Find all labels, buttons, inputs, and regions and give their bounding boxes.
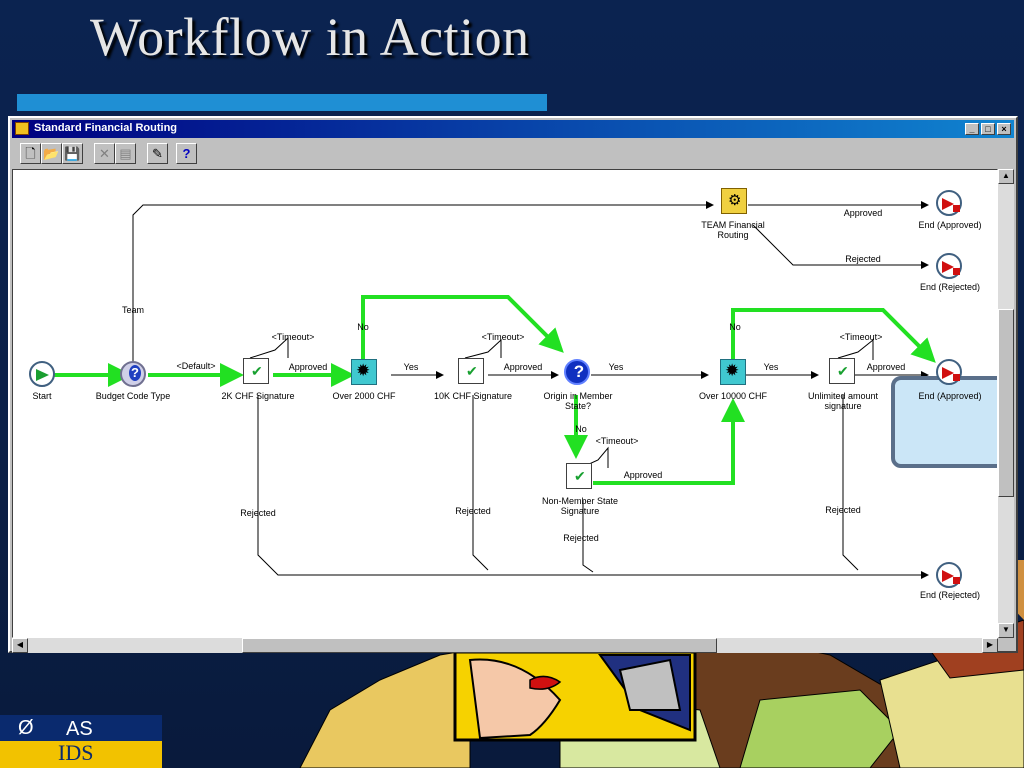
workflow-edges bbox=[53, 201, 936, 579]
help-button[interactable]: ? bbox=[176, 143, 197, 164]
end-icon bbox=[936, 253, 962, 279]
end-rejected-bottom-label: End (Rejected) bbox=[919, 590, 981, 600]
cern-logo-icon: Ø bbox=[18, 717, 34, 739]
end-rejected-team-label: End (Rejected) bbox=[919, 282, 981, 292]
edge-label-rejected: Rejected bbox=[825, 505, 861, 515]
start-label: Start bbox=[32, 391, 52, 401]
edge-label-approved: Approved bbox=[843, 208, 883, 218]
edge-label-yes: Yes bbox=[608, 362, 624, 372]
edge-label-approved: Approved bbox=[866, 362, 906, 372]
budget-code-type-label: Budget Code Type bbox=[95, 391, 171, 401]
slide-title: Workflow in Action bbox=[90, 7, 530, 67]
open-button[interactable]: 📂 bbox=[41, 143, 62, 164]
edge-label-timeout: <Timeout> bbox=[481, 332, 525, 342]
workflow-builder-window: Standard Financial Routing _ □ × 🗋 📂 💾 ✕… bbox=[8, 116, 1018, 653]
edge-label-rejected: Rejected bbox=[240, 508, 276, 518]
end-icon bbox=[936, 562, 962, 588]
end-approved-team-label: End (Approved) bbox=[918, 220, 982, 230]
end-icon bbox=[936, 190, 962, 216]
end-approved-main-label: End (Approved) bbox=[918, 391, 982, 401]
title-accent-bar bbox=[17, 94, 547, 111]
edge-label-timeout: <Timeout> bbox=[595, 436, 639, 446]
save-icon: 💾 bbox=[64, 146, 81, 161]
scroll-right-button[interactable]: ▶ bbox=[982, 638, 998, 653]
workflow-canvas[interactable]: Start Budget Code Type 2K CHF Signature … bbox=[12, 169, 998, 638]
delete-icon: ✕ bbox=[99, 146, 110, 161]
question-icon bbox=[564, 359, 592, 385]
over-2000-label: Over 2000 CHF bbox=[332, 391, 396, 401]
edge-label-rejected: Rejected bbox=[563, 533, 599, 543]
non-member-label: Non-Member State Signature bbox=[541, 496, 619, 516]
org-logo: Ø AS IDS bbox=[0, 715, 162, 768]
function-gear-icon bbox=[720, 359, 746, 385]
edge-label-rejected: Rejected bbox=[845, 254, 881, 264]
signature-doc-icon bbox=[243, 358, 269, 384]
decision-icon bbox=[120, 361, 146, 387]
wand-button[interactable]: ✎ bbox=[147, 143, 168, 164]
edge-label-timeout: <Timeout> bbox=[839, 332, 883, 342]
properties-button[interactable]: ▤ bbox=[115, 143, 136, 164]
edge-label-team: Team bbox=[121, 305, 145, 315]
horizontal-scroll-thumb[interactable] bbox=[242, 638, 717, 653]
edge-label-rejected: Rejected bbox=[455, 506, 491, 516]
background-map-art bbox=[299, 560, 1024, 768]
team-routing-label: TEAM Financial Routing bbox=[701, 220, 765, 240]
edge-label-approved: Approved bbox=[503, 362, 543, 372]
edge-label-no: No bbox=[729, 322, 741, 332]
edge-label-default: <Default> bbox=[176, 361, 216, 371]
signature-doc-icon bbox=[566, 463, 592, 489]
over-10000-label: Over 10000 CHF bbox=[698, 391, 768, 401]
start-icon bbox=[29, 361, 55, 387]
window-titlebar[interactable]: Standard Financial Routing _ □ × bbox=[12, 120, 1014, 138]
edge-label-timeout: <Timeout> bbox=[271, 332, 315, 342]
vertical-scroll-thumb[interactable] bbox=[998, 309, 1014, 497]
end-icon bbox=[936, 359, 962, 385]
minimize-button[interactable]: _ bbox=[965, 123, 979, 135]
sig-2k-label: 2K CHF Signature bbox=[221, 391, 295, 401]
scroll-left-button[interactable]: ◀ bbox=[12, 638, 28, 653]
horizontal-scrollbar[interactable]: ◀ ▶ bbox=[12, 638, 998, 653]
wand-icon: ✎ bbox=[152, 146, 163, 161]
scroll-down-button[interactable]: ▼ bbox=[998, 623, 1014, 638]
process-icon bbox=[721, 188, 747, 214]
function-gear-icon bbox=[351, 359, 377, 385]
edge-label-no: No bbox=[357, 322, 369, 332]
sig-10k-label: 10K CHF Signature bbox=[433, 391, 513, 401]
signature-doc-icon bbox=[458, 358, 484, 384]
close-button[interactable]: × bbox=[997, 123, 1011, 135]
edge-label-approved: Approved bbox=[288, 362, 328, 372]
edge-label-yes: Yes bbox=[403, 362, 419, 372]
new-button[interactable]: 🗋 bbox=[20, 143, 41, 164]
properties-icon: ▤ bbox=[119, 146, 132, 161]
vertical-scrollbar[interactable]: ▲ ▼ bbox=[998, 169, 1014, 638]
unlimited-label: Unlimited amount signature bbox=[807, 391, 879, 411]
signature-doc-icon bbox=[829, 358, 855, 384]
open-icon: 📂 bbox=[43, 146, 60, 161]
end-approved-highlight bbox=[891, 376, 997, 468]
new-icon: 🗋 bbox=[25, 146, 36, 161]
edge-label-approved: Approved bbox=[623, 470, 663, 480]
toolbar: 🗋 📂 💾 ✕ ▤ ✎ ? bbox=[12, 140, 1014, 168]
edge-label-no: No bbox=[575, 424, 587, 434]
logo-text-top: AS bbox=[66, 718, 93, 740]
app-icon bbox=[15, 122, 29, 135]
delete-button[interactable]: ✕ bbox=[94, 143, 115, 164]
logo-text-bottom: IDS bbox=[58, 740, 94, 765]
edge-label-yes: Yes bbox=[763, 362, 779, 372]
scroll-up-button[interactable]: ▲ bbox=[998, 169, 1014, 184]
origin-member-label: Origin in Member State? bbox=[543, 391, 613, 411]
maximize-button[interactable]: □ bbox=[981, 123, 995, 135]
window-title: Standard Financial Routing bbox=[34, 122, 178, 134]
save-button[interactable]: 💾 bbox=[62, 143, 83, 164]
help-icon: ? bbox=[182, 146, 191, 161]
